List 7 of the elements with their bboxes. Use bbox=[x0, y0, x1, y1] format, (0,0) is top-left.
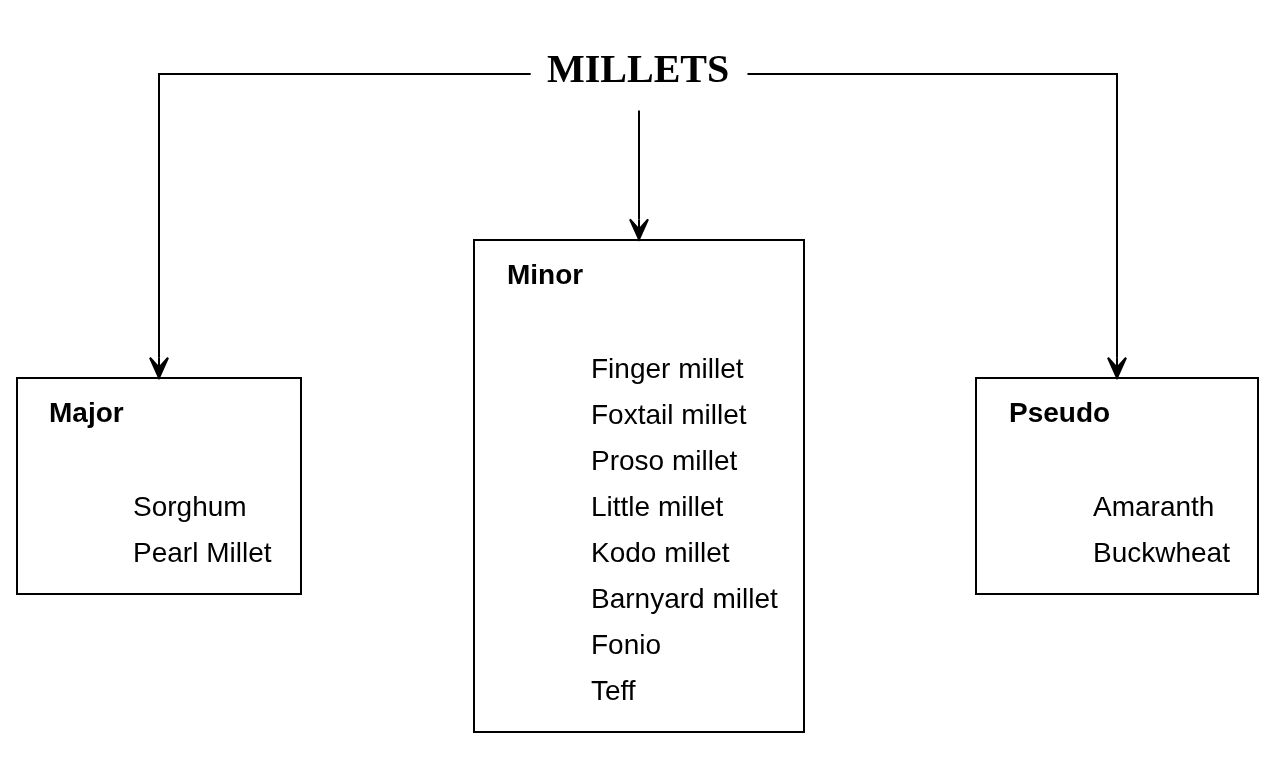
node-text: MILLETS bbox=[546, 45, 729, 91]
node-box: Major Sorghum Pearl Millet bbox=[15, 376, 302, 595]
arrow bbox=[745, 72, 1127, 379]
arrow bbox=[148, 72, 532, 379]
node-box: Pseudo Amaranth Buckwheat bbox=[974, 376, 1259, 595]
arrow bbox=[628, 109, 649, 240]
node-box: Minor Finger millet Foxtail millet Proso millet Little millet Kodo millet Barnyard millet Fonio Teff bbox=[472, 238, 805, 733]
